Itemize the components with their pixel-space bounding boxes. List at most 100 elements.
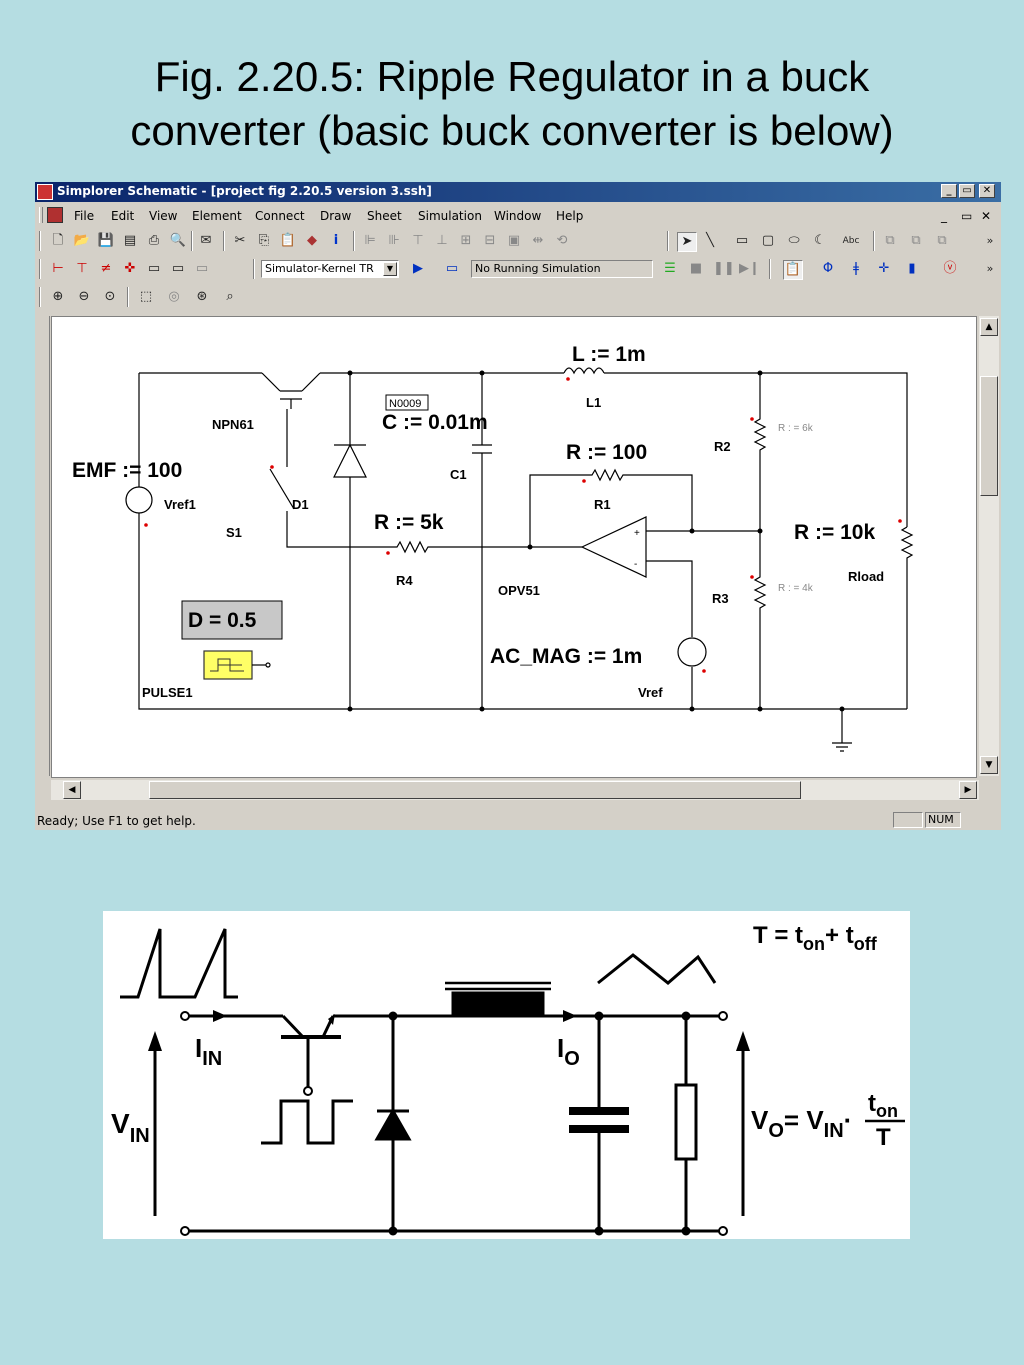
probe-t-icon[interactable]: ⊤ — [76, 261, 88, 276]
menu-sheet[interactable]: Sheet — [367, 209, 402, 223]
play-icon[interactable]: ▶ — [413, 261, 423, 276]
back-icon[interactable]: ⧉ — [911, 233, 921, 248]
source-vref — [677, 637, 707, 667]
align-top-icon[interactable]: ⊤ — [412, 233, 424, 248]
schematic-canvas[interactable]: N0009 L := 1m L1 C := 0.01m C1 NPN61 EMF… — [51, 316, 977, 778]
save-icon[interactable]: 💾 — [97, 233, 115, 248]
menu-file[interactable]: File — [74, 209, 95, 223]
diode-d1 — [333, 443, 367, 478]
paste-icon[interactable]: 📋 — [279, 233, 297, 248]
align-bottom-icon[interactable]: ⊥ — [436, 233, 448, 248]
slide-title-line2: converter (basic buck converter is below… — [130, 107, 894, 154]
inductor-block — [451, 991, 545, 1017]
sim-progress-icon[interactable]: ☰ — [664, 261, 676, 276]
cut-icon[interactable]: ✂ — [234, 233, 246, 248]
menu-draw[interactable]: Draw — [320, 209, 352, 223]
sim-window-icon[interactable]: ▭ — [445, 261, 459, 276]
simulator-kernel-select[interactable]: Simulator-Kernel TR ▼ — [261, 260, 399, 278]
menu-window[interactable]: Window — [494, 209, 542, 223]
menu-view[interactable]: View — [149, 209, 178, 223]
toolbar2-overflow-icon[interactable]: » — [986, 262, 994, 275]
draw-ellipse-icon[interactable]: ⬭ — [788, 233, 800, 248]
mdi-restore-button[interactable]: ▭ — [961, 209, 973, 223]
minimize-button[interactable]: _ — [941, 184, 957, 198]
draw-polygon-icon[interactable]: ☾ — [814, 233, 826, 248]
r4-param: R := 5k — [374, 511, 444, 534]
horizontal-scroll-thumb[interactable] — [149, 781, 801, 799]
print-preview-icon[interactable]: 🔍 — [169, 233, 187, 248]
marker-icon[interactable]: ▮ — [908, 261, 916, 276]
voltage-probe-icon[interactable]: ⓥ — [943, 261, 957, 276]
menu-element[interactable]: Element — [192, 209, 242, 223]
menu-help[interactable]: Help — [556, 209, 584, 223]
draw-rounded-rect-icon[interactable]: ▢ — [761, 233, 775, 248]
resistor-rload — [900, 526, 914, 709]
phi-icon[interactable]: Φ — [822, 261, 834, 276]
group-icon[interactable]: ▣ — [507, 233, 521, 248]
probe-xy-icon[interactable]: ≠ — [100, 261, 112, 276]
scroll-right-icon[interactable]: ▶ — [959, 781, 977, 799]
display-icon[interactable]: ▭ — [147, 261, 161, 276]
horizontal-scrollbar[interactable]: ◀ ▶ — [51, 780, 979, 800]
slide-title-line1: Fig. 2.20.5: Ripple Regulator in a buck — [154, 53, 870, 100]
zoom-all-icon[interactable]: ⊛ — [196, 289, 208, 304]
vertical-scrollbar[interactable]: ▲ ▼ — [979, 316, 999, 776]
probe-h-icon[interactable]: ⊢ — [52, 261, 64, 276]
voltmeter-icon[interactable]: ✛ — [878, 261, 890, 276]
front-icon[interactable]: ⧉ — [885, 233, 895, 248]
scroll-down-icon[interactable]: ▼ — [980, 756, 998, 774]
scroll-left-icon[interactable]: ◀ — [63, 781, 81, 799]
select-pointer-icon[interactable]: ➤ — [677, 232, 697, 252]
ammeter-icon[interactable]: ǂ — [853, 261, 859, 276]
mail-icon[interactable]: ✉ — [200, 233, 212, 248]
mdi-close-button[interactable]: ✕ — [981, 209, 992, 223]
open-folder-icon[interactable]: 📂 — [73, 233, 91, 248]
r2-name: R2 — [714, 439, 731, 454]
rotate-icon[interactable]: ⟲ — [556, 233, 568, 248]
zoom-in-icon[interactable]: ⊕ — [52, 289, 64, 304]
document-icon[interactable] — [47, 207, 63, 223]
step-icon[interactable]: ▶❙ — [739, 261, 760, 276]
zoom-area-icon[interactable]: ⬚ — [139, 289, 153, 304]
toolbar-overflow-icon[interactable]: » — [986, 234, 994, 247]
align-center-icon[interactable]: ⊞ — [460, 233, 472, 248]
schematic-drawing: N0009 L := 1m L1 C := 0.01m C1 NPN61 EMF… — [72, 343, 914, 752]
probe-cross-icon[interactable]: ✜ — [124, 261, 136, 276]
scroll-up-icon[interactable]: ▲ — [980, 318, 998, 336]
close-button[interactable]: ✕ — [979, 184, 995, 198]
clipboard-icon[interactable]: 📋 — [783, 260, 803, 280]
io-label: IO — [557, 1033, 580, 1070]
window-titlebar[interactable]: Simplorer Schematic - [project fig 2.20.… — [35, 182, 1001, 202]
zoom-previous-icon[interactable]: ◎ — [168, 289, 180, 304]
zoom-fit-icon[interactable]: ⊙ — [104, 289, 116, 304]
chevron-down-icon[interactable]: ▼ — [383, 262, 397, 276]
save-all-icon[interactable]: ▤ — [123, 233, 137, 248]
align-left-icon[interactable]: ⊫ — [364, 233, 376, 248]
zoom-out-icon[interactable]: ⊖ — [78, 289, 90, 304]
new-file-icon[interactable]: 🗋 — [52, 233, 64, 248]
graph-icon[interactable]: ▭ — [195, 261, 209, 276]
stop-icon[interactable]: ■ — [689, 261, 703, 276]
app-icon[interactable] — [37, 184, 53, 200]
text-tool-icon[interactable]: Abc — [842, 236, 860, 246]
copy-icon[interactable]: ⎘ — [258, 233, 270, 248]
order-icon[interactable]: ⧉ — [937, 233, 947, 248]
draw-rectangle-icon[interactable]: ▭ — [735, 233, 749, 248]
distribute-icon[interactable]: ⊟ — [484, 233, 496, 248]
search-icon[interactable]: ⌕ — [226, 289, 234, 304]
info-icon[interactable]: i — [333, 233, 339, 248]
node-label-box — [385, 394, 429, 411]
mdi-minimize-button[interactable]: _ — [941, 209, 947, 223]
monitor-icon[interactable]: ▭ — [171, 261, 185, 276]
pause-icon[interactable]: ❚❚ — [713, 261, 735, 276]
vertical-scroll-thumb[interactable] — [980, 376, 998, 496]
align-right-icon[interactable]: ⊪ — [388, 233, 400, 248]
menu-simulation[interactable]: Simulation — [418, 209, 482, 223]
library-icon[interactable]: ◆ — [307, 233, 317, 248]
draw-line-icon[interactable]: ╲ — [706, 233, 714, 248]
maximize-button[interactable]: ▭ — [959, 184, 975, 198]
menu-edit[interactable]: Edit — [111, 209, 135, 223]
mirror-h-icon[interactable]: ⇹ — [532, 233, 544, 248]
menu-connect[interactable]: Connect — [255, 209, 305, 223]
print-icon[interactable]: ⎙ — [148, 233, 160, 248]
